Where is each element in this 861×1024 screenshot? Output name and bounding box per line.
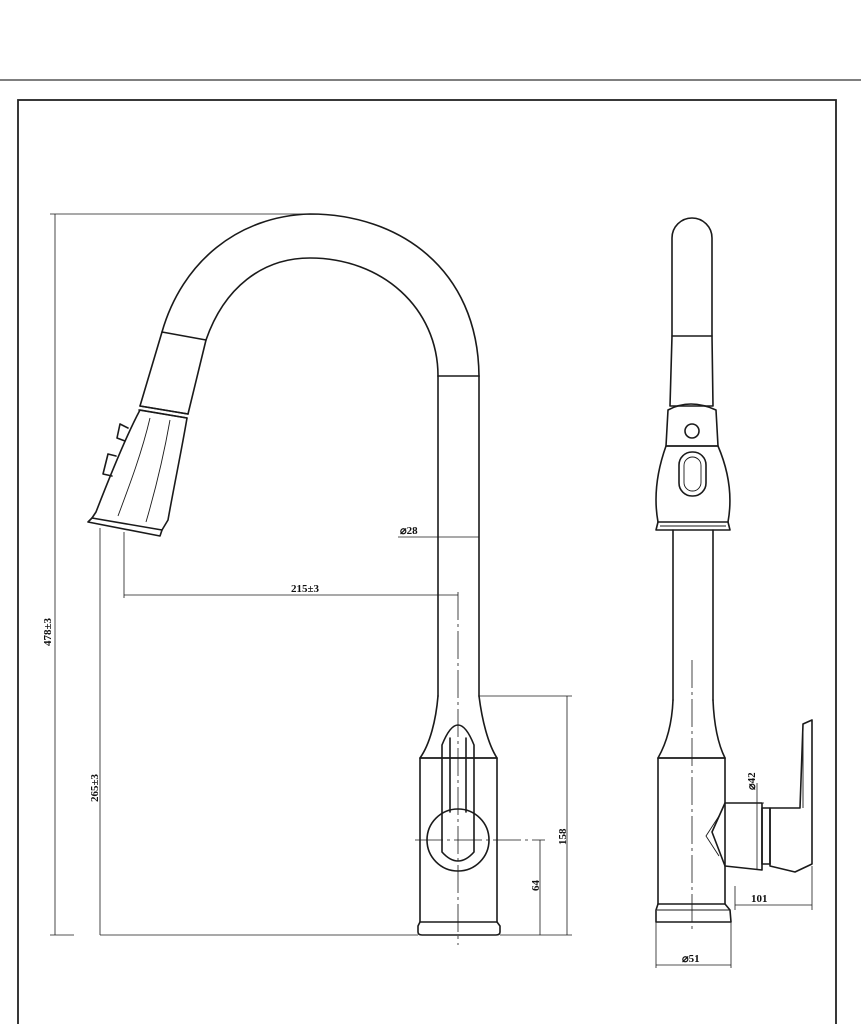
handle-slot xyxy=(441,724,475,862)
side-body-flare xyxy=(657,699,726,759)
dim-depth-label: 101 xyxy=(751,893,768,905)
side-lever xyxy=(769,719,813,873)
spray-button-bottom xyxy=(102,453,117,477)
side-handle-cap xyxy=(761,807,771,865)
dim-spout-diameter-label: ⌀28 xyxy=(400,525,418,537)
spray-head-facet-2 xyxy=(145,419,171,523)
spray-head-facet xyxy=(117,417,151,517)
dim-handle-center-label: 64 xyxy=(530,880,542,892)
faucet-side-view xyxy=(655,217,813,930)
spray-button-top xyxy=(116,423,129,442)
dim-spout-height-label: 265±3 xyxy=(89,773,101,802)
side-dimensions: ⌀42 101 ⌀51 xyxy=(655,772,813,968)
dim-total-height-label: 478±3 xyxy=(42,617,54,646)
dim-reach-label: 215±3 xyxy=(291,583,320,595)
side-head-trigger xyxy=(678,451,707,497)
side-head-face xyxy=(655,521,731,531)
drawing-frame xyxy=(17,99,837,1024)
dim-base-diameter-label: ⌀51 xyxy=(682,953,700,965)
dim-handle-height-label: 158 xyxy=(557,828,569,845)
side-head-button xyxy=(684,423,700,439)
spray-head-lower xyxy=(91,409,188,531)
dim-handle-diameter-label: ⌀42 xyxy=(746,772,758,790)
spout-outer-curve xyxy=(161,213,480,377)
spout-inner-curve xyxy=(205,257,439,377)
spray-face xyxy=(87,517,163,537)
side-base xyxy=(655,903,732,923)
side-hose xyxy=(669,335,714,407)
faucet-front-view xyxy=(87,213,545,945)
spray-head-band xyxy=(139,405,189,415)
body-flare xyxy=(419,695,498,759)
side-head-collar xyxy=(665,403,719,447)
front-dimensions: 478±3 265±3 215±3 ⌀28 158 64 xyxy=(42,213,572,936)
base-ring xyxy=(417,921,501,936)
spray-head-upper xyxy=(139,331,207,415)
side-handle-cone xyxy=(711,802,763,871)
side-handle-cone-inner xyxy=(705,815,720,857)
side-head-trigger-inner xyxy=(683,456,702,492)
side-upper-tube xyxy=(671,217,713,337)
